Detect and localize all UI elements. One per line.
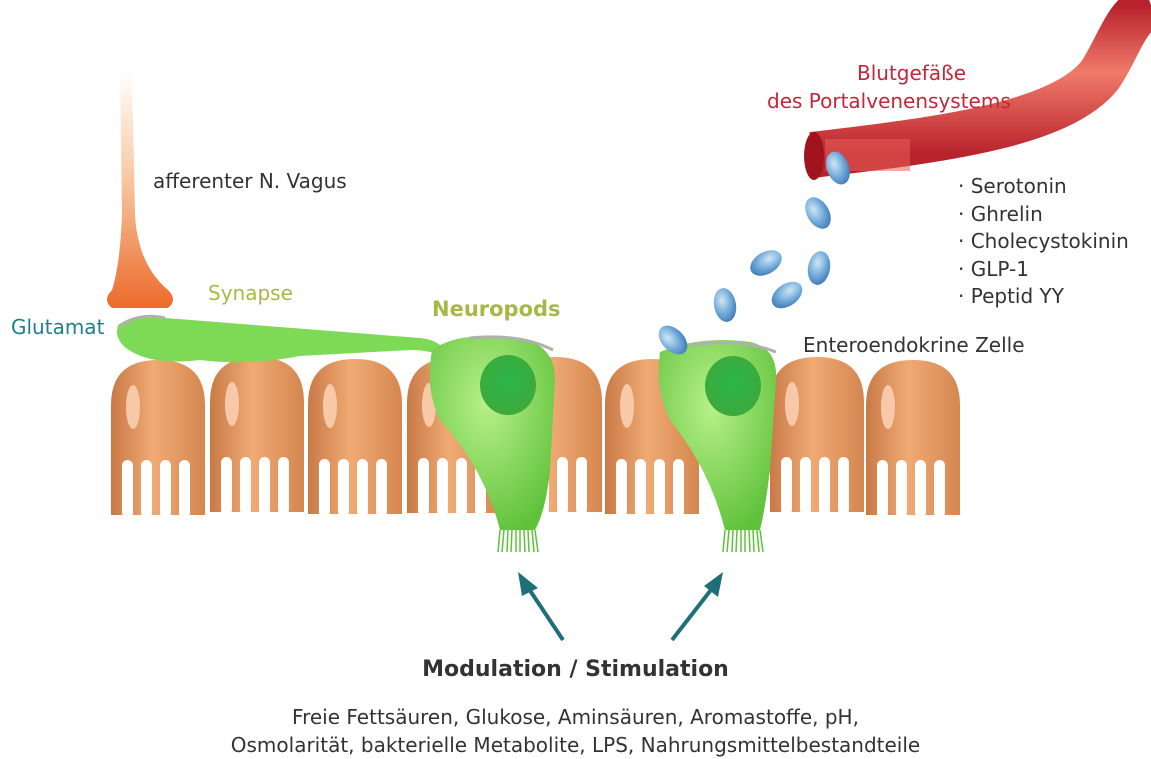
hormone-item: · Serotonin <box>958 173 1129 201</box>
hormone-item: · Cholecystokinin <box>958 228 1129 256</box>
stimulation-arrows <box>518 572 723 640</box>
hormone-list: · Serotonin · Ghrelin · Cholecystokinin … <box>958 173 1129 311</box>
vessel-label-line1: Blutgefäße <box>857 61 966 85</box>
hormone-item: · Peptid YY <box>958 283 1129 311</box>
synapse-label: Synapse <box>208 281 293 305</box>
vessel-label-line2: des Portalvenensystems <box>767 89 1011 113</box>
neuropods-label: Neuropods <box>432 297 561 321</box>
enteroendocrine-label: Enteroendokrine Zelle <box>803 333 1025 357</box>
modulation-factors: Freie Fettsäuren, Glukose, Aminsäuren, A… <box>0 703 1151 759</box>
synapse-process <box>117 315 445 362</box>
hormone-item: · Ghrelin <box>958 201 1129 229</box>
modulation-line-1: Freie Fettsäuren, Glukose, Aminsäuren, A… <box>0 703 1151 731</box>
hormone-item: · GLP-1 <box>958 256 1129 284</box>
modulation-heading: Modulation / Stimulation <box>0 657 1151 682</box>
modulation-line-2: Osmolarität, bakterielle Metabolite, LPS… <box>0 731 1151 759</box>
hormone-granules <box>653 148 854 360</box>
glutamat-label: Glutamat <box>11 315 104 339</box>
vagus-label: afferenter N. Vagus <box>153 169 347 193</box>
